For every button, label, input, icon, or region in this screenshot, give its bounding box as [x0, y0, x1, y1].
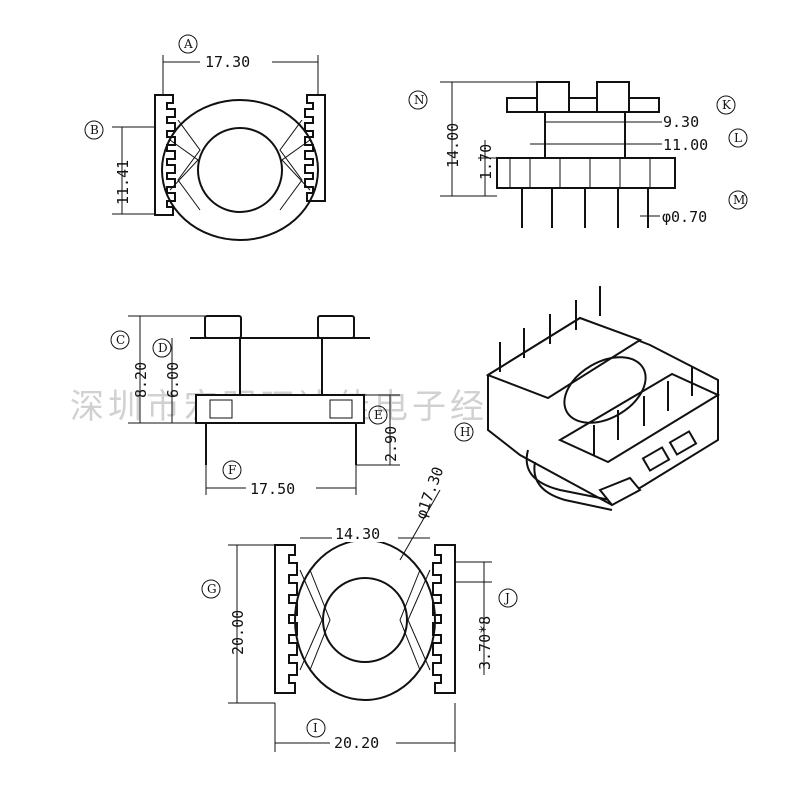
tag-n-circle: [408, 90, 428, 110]
front-base: [195, 394, 365, 424]
tag-k: K: [722, 98, 732, 112]
dim-m-text: φ0.70: [662, 208, 707, 226]
tag-j-circle: [498, 588, 518, 608]
tag-i: I: [313, 721, 318, 735]
bottom-core-circle: [322, 577, 408, 663]
dim-c-text: 8.20: [132, 362, 150, 398]
side-base: [496, 157, 676, 189]
side-view: 14.00 N 1.70 9.30 K 11.00 L φ0.70 M: [408, 81, 748, 228]
tag-g-circle: [201, 579, 221, 599]
tag-f: F: [228, 463, 236, 477]
dim-e-text: 2.90: [382, 426, 400, 462]
dim-n-text: 14.00: [444, 123, 462, 168]
tag-d-circle: [152, 338, 172, 358]
bottom-view: 14.30 φ17.30 20.00 G 20.20 I 3.70*8 J: [201, 464, 518, 752]
tag-f-circle: [222, 460, 242, 480]
tag-c-circle: [110, 330, 130, 350]
dim-d-text: 6.00: [164, 362, 182, 398]
dim-flange-text: 1.70: [477, 144, 495, 180]
tag-n: N: [414, 93, 425, 107]
tag-h: H: [460, 425, 470, 439]
dim-f-text: 17.50: [250, 480, 295, 498]
tag-m: M: [733, 193, 745, 207]
dim-b-text: 11.41: [114, 160, 132, 205]
bottom-right-comb: [432, 544, 456, 694]
side-top-rail: [506, 97, 660, 113]
dim-g-text: 20.00: [229, 610, 247, 655]
bottom-outer-flange: [294, 539, 436, 701]
tag-a: A: [183, 37, 193, 51]
tag-l-circle: [728, 128, 748, 148]
dim-inner-text: 14.30: [335, 525, 380, 543]
front-view: 8.20 C 6.00 D 2.90 E 17.50 F: [110, 315, 400, 498]
top-outer-flange: [161, 99, 319, 241]
tag-i-circle: [306, 718, 326, 738]
tag-c: C: [116, 333, 125, 347]
top-left-comb: [154, 94, 176, 216]
tag-e-circle: [368, 405, 388, 425]
dim-j-text: 3.70*8: [476, 616, 494, 670]
tag-j: J: [503, 591, 510, 605]
tag-d: D: [158, 341, 168, 355]
dim-a-text: 17.30: [205, 53, 250, 71]
dim-l-text: 11.00: [663, 136, 708, 154]
tag-b-circle: [84, 120, 104, 140]
tag-h-circle: [454, 422, 474, 442]
dim-k-text: 9.30: [663, 113, 699, 131]
tag-l: L: [734, 131, 742, 145]
dim-i-text: 20.20: [334, 734, 379, 752]
tag-e: E: [374, 408, 383, 422]
tag-m-circle: [728, 190, 748, 210]
tag-k-circle: [716, 95, 736, 115]
bottom-left-comb: [274, 544, 298, 694]
iso-view: H: [454, 286, 721, 511]
dim-core-dia-text: φ17.30: [412, 464, 447, 521]
tag-b: B: [90, 123, 99, 137]
top-view: 17.30 A 11.41 B: [84, 34, 326, 241]
top-core-circle: [197, 127, 283, 213]
tag-g: G: [207, 582, 217, 596]
tag-a-circle: [178, 34, 198, 54]
